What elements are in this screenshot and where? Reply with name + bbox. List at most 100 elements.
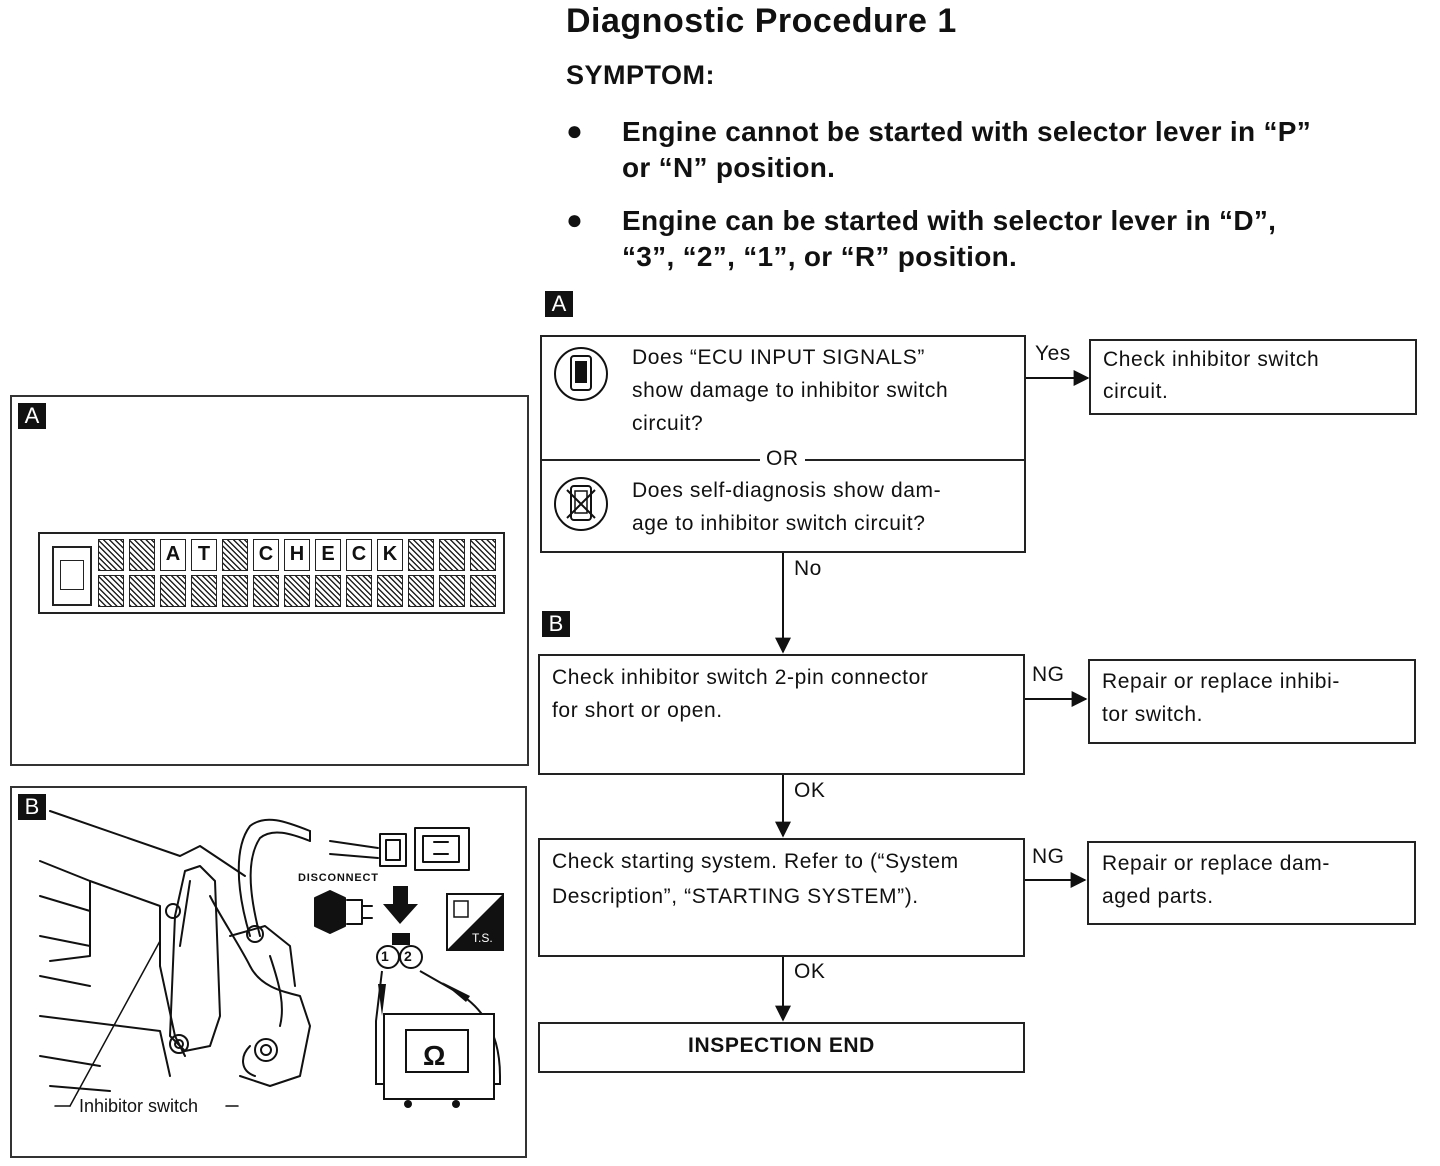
display-letter: C	[253, 539, 279, 571]
ohm-symbol: Ω	[423, 1040, 446, 1071]
replace-switch-text: Repair or replace inhibi- tor switch.	[1102, 665, 1340, 731]
display-letter: T	[191, 539, 217, 571]
display-cell	[160, 575, 186, 607]
display-cell	[408, 539, 434, 571]
yes-result-box	[1089, 339, 1417, 415]
switch-pointer-line	[69, 940, 161, 1107]
display-cell	[222, 575, 248, 607]
symptom-line: or “N” position.	[622, 152, 836, 183]
ts-badge-icon	[446, 893, 504, 951]
transmission-outline	[49, 810, 246, 877]
display-letter: H	[284, 539, 310, 571]
question-2-line: age to inhibitor switch circuit?	[632, 512, 926, 535]
pin-1-label: 1	[381, 948, 389, 964]
wire-harness	[237, 818, 311, 937]
symptom-item: Engine can be started with selector leve…	[622, 203, 1422, 275]
question-1-line: show damage to inhibitor switch	[632, 379, 949, 402]
yes-label: Yes	[1035, 342, 1071, 365]
display-letter: K	[377, 539, 403, 571]
question-1: Does “ECU INPUT SIGNALS” show damage to …	[632, 341, 948, 440]
question-1-line: Does “ECU INPUT SIGNALS”	[632, 346, 925, 369]
pin-2	[399, 945, 423, 969]
ng-label-1: NG	[1032, 663, 1065, 686]
symptom-line: Engine cannot be started with selector l…	[622, 116, 1312, 147]
question-2-line: Does self-diagnosis show dam-	[632, 479, 942, 502]
inspection-end-label: INSPECTION END	[688, 1034, 875, 1057]
connector-check-box	[538, 654, 1025, 775]
display-cursor	[60, 560, 84, 590]
replace-parts-line: Repair or replace dam-	[1102, 852, 1330, 875]
replace-parts-line: aged parts.	[1102, 885, 1214, 908]
display-cell	[98, 539, 124, 571]
flow-tag-b: B	[542, 611, 570, 637]
starting-system-box	[538, 838, 1025, 957]
no-label: No	[794, 557, 822, 580]
connector-check-line: for short or open.	[552, 699, 723, 722]
harness-connector	[379, 833, 407, 867]
ng-label-2: NG	[1032, 845, 1065, 868]
down-arrow-icon	[383, 886, 418, 924]
flow-tag-a: A	[545, 291, 573, 317]
display-cell	[470, 539, 496, 571]
yes-result-line: circuit.	[1103, 380, 1169, 403]
display-cell	[470, 575, 496, 607]
display-cell	[315, 575, 341, 607]
panel-a-tag: A	[18, 403, 46, 429]
symptom-item: Engine cannot be started with selector l…	[622, 114, 1422, 186]
consult-display: A T C H E C K	[38, 532, 505, 614]
display-cell	[129, 539, 155, 571]
display-cell	[129, 575, 155, 607]
replace-switch-line: tor switch.	[1102, 703, 1204, 726]
disconnect-plug-icon	[314, 890, 346, 934]
starting-system-text: Check starting system. Refer to (“System…	[552, 844, 959, 914]
ohmmeter-icon	[383, 1013, 495, 1108]
disconnect-label: DISCONNECT	[298, 872, 379, 884]
display-cell	[191, 575, 217, 607]
display-cell	[408, 575, 434, 607]
display-cell	[253, 575, 279, 607]
pin-header	[392, 933, 410, 945]
display-cell	[439, 539, 465, 571]
self-diagnosis-icon	[554, 477, 608, 531]
display-cell	[377, 575, 403, 607]
pin-2-label: 2	[404, 948, 412, 964]
consult-tool-icon	[554, 347, 608, 401]
inspection-end-box: INSPECTION END	[538, 1022, 1025, 1073]
question-1-line: circuit?	[632, 412, 704, 435]
or-label: OR	[760, 447, 805, 471]
ok-label-2: OK	[794, 960, 826, 983]
question-box	[540, 335, 1026, 553]
display-cell	[346, 575, 372, 607]
display-cursor-frame	[52, 546, 92, 606]
display-letter: E	[315, 539, 341, 571]
switch-connector	[414, 827, 470, 871]
display-letter: A	[160, 539, 186, 571]
connector-check-line: Check inhibitor switch 2-pin connector	[552, 666, 929, 689]
display-cell	[439, 575, 465, 607]
selector-arm	[169, 865, 221, 1052]
inhibitor-switch-caption: Inhibitor switch	[76, 1096, 202, 1117]
bullet-icon: ●	[566, 204, 583, 235]
display-cell	[222, 539, 248, 571]
starting-system-line: Check starting system. Refer to (“System	[552, 850, 959, 873]
replace-switch-box	[1088, 659, 1416, 744]
replace-parts-text: Repair or replace dam- aged parts.	[1102, 847, 1330, 913]
ok-label-1: OK	[794, 779, 826, 802]
symptom-line: “3”, “2”, “1”, or “R” position.	[622, 241, 1018, 272]
inhibitor-switch-illustration	[39, 810, 504, 1108]
ts-label: T.S.	[472, 931, 493, 945]
page-title: Diagnostic Procedure 1	[566, 2, 957, 40]
yes-result-line: Check inhibitor switch	[1103, 348, 1320, 371]
symptom-heading: SYMPTOM:	[566, 60, 716, 90]
replace-parts-box	[1087, 841, 1416, 925]
display-cell	[284, 575, 310, 607]
bullet-icon: ●	[566, 115, 583, 146]
display-cell	[98, 575, 124, 607]
question-2: Does self-diagnosis show dam- age to inh…	[632, 474, 941, 540]
panel-b-tag: B	[18, 794, 46, 820]
replace-switch-line: Repair or replace inhibi-	[1102, 670, 1340, 693]
starting-system-line: Description”, “STARTING SYSTEM”).	[552, 885, 919, 908]
connector-check-text: Check inhibitor switch 2-pin connector f…	[552, 661, 928, 727]
symptom-line: Engine can be started with selector leve…	[622, 205, 1277, 236]
